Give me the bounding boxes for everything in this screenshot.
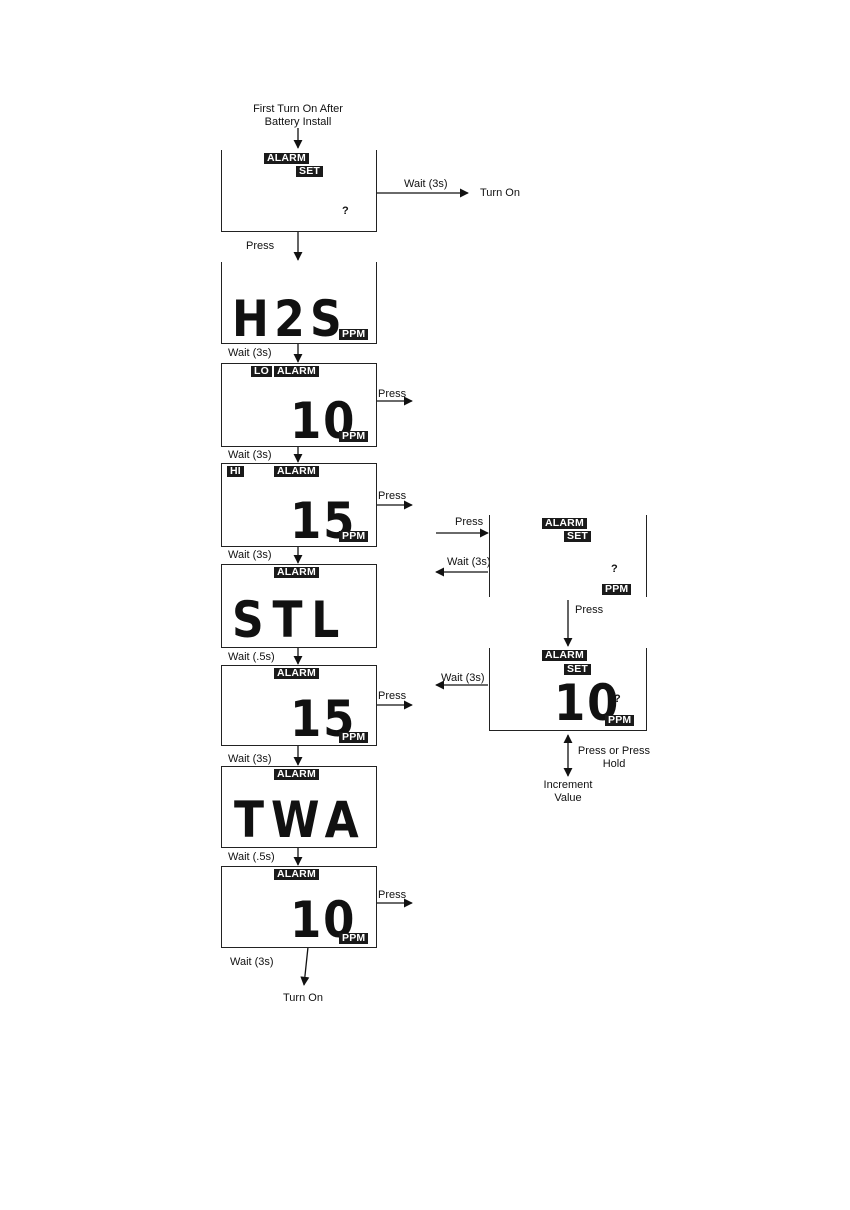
arrow-twavalue-to-turnon (300, 946, 310, 986)
screen-stl-value: ALARM 15 PPM (221, 665, 377, 746)
label-press-hi: Press (378, 490, 407, 502)
ppm-badge: PPM (339, 531, 369, 542)
screen-twa-value: ALARM 10 PPM (221, 866, 377, 948)
ppm-badge: PPM (602, 584, 632, 595)
ppm-badge: PPM (339, 329, 369, 340)
label-wait-3s-5: Wait (3s) (230, 956, 274, 968)
label-wait-5s-1: Wait (.5s) (228, 651, 275, 663)
alarm-badge: ALARM (274, 567, 319, 578)
label-wait-3s-1: Wait (3s) (228, 347, 272, 359)
ppm-badge: PPM (339, 732, 369, 743)
screen-set-edit: ALARM SET 10 ? PPM (489, 648, 647, 731)
question-mark: ? (342, 205, 349, 217)
label-press-1: Press (246, 240, 275, 252)
ppm-badge: PPM (339, 933, 369, 944)
screen-lo-alarm: LO ALARM 10 PPM (221, 363, 377, 447)
ppm-badge: PPM (339, 431, 369, 442)
label-wait-3s-3: Wait (3s) (228, 549, 272, 561)
label-turn-on-bottom: Turn On (283, 992, 323, 1004)
alarm-badge: ALARM (264, 153, 309, 164)
label-wait-3s-top: Wait (3s) (404, 178, 448, 190)
set-badge: SET (296, 166, 324, 177)
hi-badge: HI (227, 466, 244, 477)
label-wait-3s-edit: Wait (3s) (441, 672, 485, 684)
label-press-set-edit: Press (575, 604, 604, 616)
alarm-badge: ALARM (542, 518, 587, 529)
set-badge: SET (564, 664, 592, 675)
start-label: First Turn On After Battery Install (253, 103, 343, 128)
label-wait-5s-2: Wait (.5s) (228, 851, 275, 863)
alarm-badge: ALARM (274, 668, 319, 679)
question-mark: ? (611, 563, 618, 575)
screen-set-prompt: ALARM SET ? PPM (489, 515, 647, 597)
label-press-to-set: Press (455, 516, 484, 528)
question-mark: ? (614, 693, 621, 705)
alarm-badge: ALARM (274, 466, 319, 477)
ppm-badge: PPM (605, 715, 635, 726)
alarm-badge: ALARM (274, 769, 319, 780)
screen-gas: H2S PPM (221, 262, 377, 344)
label-wait-3s-4: Wait (3s) (228, 753, 272, 765)
alarm-badge: ALARM (542, 650, 587, 661)
screen-twa-label: ALARM TWA (221, 766, 377, 848)
label-wait-3s-2: Wait (3s) (228, 449, 272, 461)
label-press-lo: Press (378, 388, 407, 400)
stl-digits: STL (232, 591, 349, 649)
label-turn-on-top: Turn On (480, 187, 520, 199)
screen-stl-label: ALARM STL (221, 564, 377, 648)
label-increment: Increment Value (543, 779, 593, 804)
lo-badge: LO (251, 366, 272, 377)
screen-alarm-set: ALARM SET ? (221, 150, 377, 232)
label-press-stl: Press (378, 690, 407, 702)
gas-digits: H2S (232, 290, 347, 348)
screen-hi-alarm: HI ALARM 15 PPM (221, 463, 377, 547)
alarm-badge: ALARM (274, 366, 319, 377)
alarm-badge: ALARM (274, 869, 319, 880)
label-press-twa: Press (378, 889, 407, 901)
twa-digits: TWA (234, 791, 366, 849)
label-press-or-hold: Press or Press Hold (577, 745, 651, 770)
set-badge: SET (564, 531, 592, 542)
label-wait-3s-from-set: Wait (3s) (447, 556, 491, 568)
